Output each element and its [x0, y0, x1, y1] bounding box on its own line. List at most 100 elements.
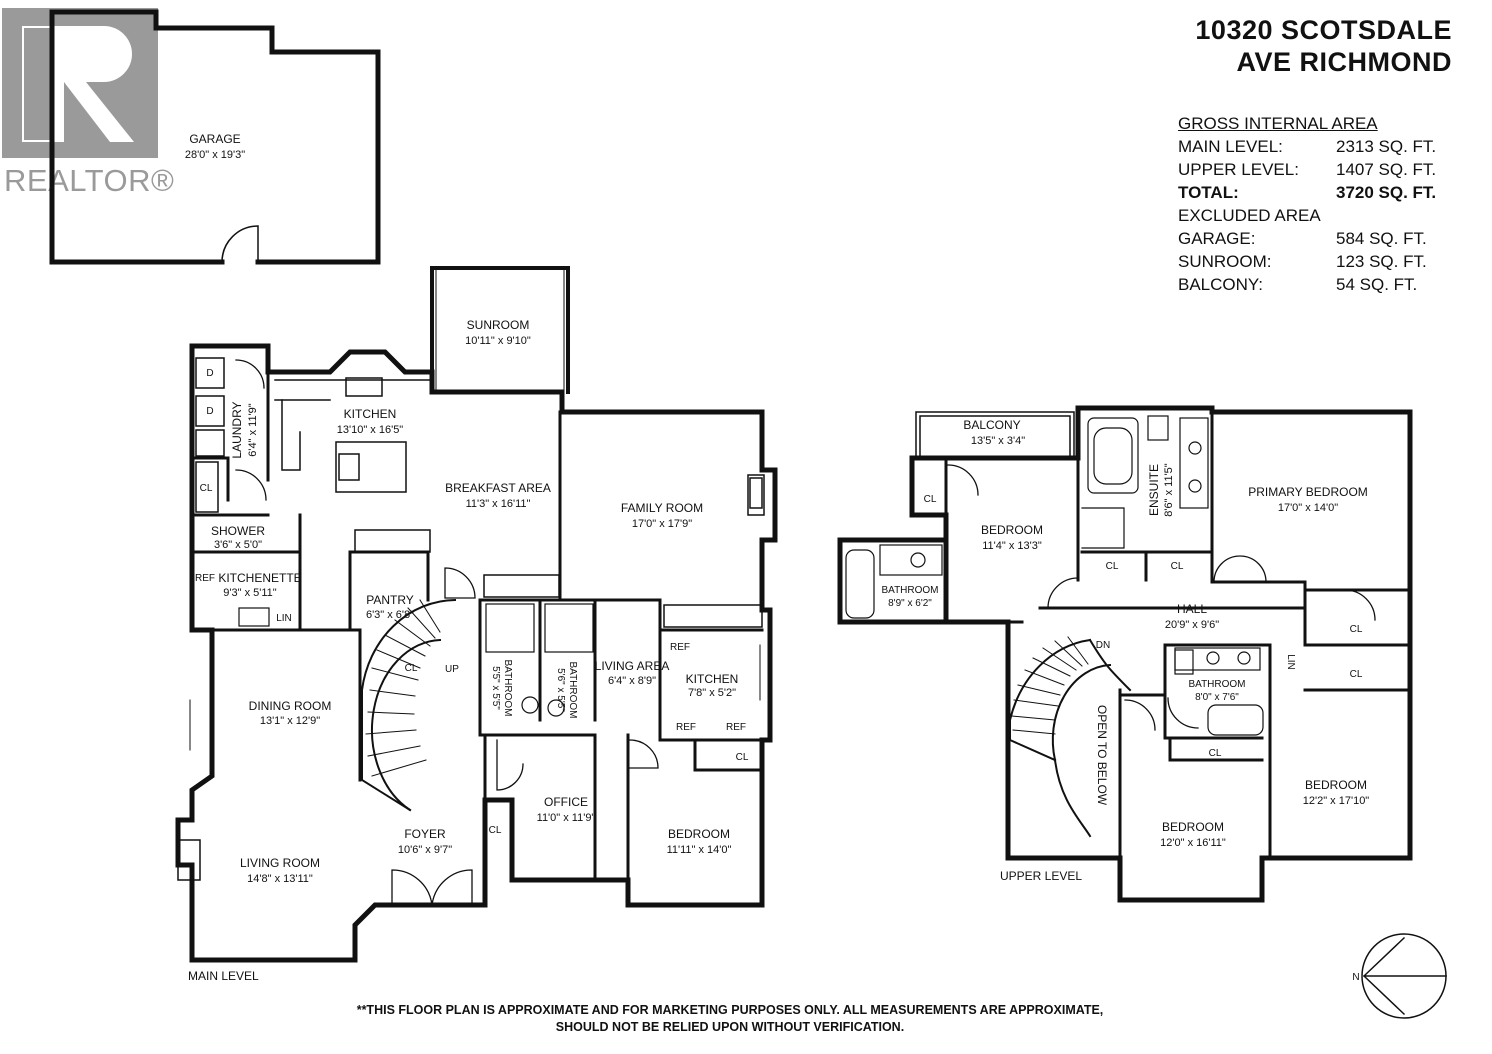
garage-label: GARAGE:	[1178, 229, 1256, 248]
area-summary: GROSS INTERNAL AREA MAIN LEVEL:2313 SQ. …	[1178, 112, 1468, 296]
family-room-dim: 17'0" x 17'9"	[632, 518, 692, 530]
upper-level-label: UPPER LEVEL:	[1178, 160, 1299, 179]
ensuite-dim: 8'6" x 11'5"	[1163, 463, 1175, 516]
upper-closet-tag-1: CL	[924, 494, 937, 505]
kitchen-dim: 13'10" x 16'5"	[337, 424, 404, 436]
upper-bedroom2-name: BEDROOM	[1162, 820, 1224, 834]
upper-doors	[947, 464, 1376, 731]
breakfast-name: BREAKFAST AREA	[445, 481, 551, 495]
balcony-value: 54 SQ. FT.	[1336, 275, 1418, 294]
upper-level-label: UPPER LEVEL	[1000, 869, 1082, 883]
address-heading: 10320 SCOTSDALE AVE RICHMOND	[1132, 14, 1452, 78]
total-row: TOTAL: 3720 SQ. FT.	[1178, 181, 1468, 204]
kitchenette-ref-tag: REF	[195, 573, 215, 584]
pantry-name: PANTRY	[366, 593, 414, 607]
gross-area-title: GROSS INTERNAL AREA	[1178, 114, 1378, 133]
upper-level-row: UPPER LEVEL:1407 SQ. FT.	[1178, 158, 1468, 181]
main-stair-treads	[365, 599, 441, 777]
balcony-row: BALCONY: 54 SQ. FT.	[1178, 273, 1468, 296]
stair-closet-tag: CL	[405, 663, 418, 674]
upper-bath1-dim: 8'9" x 6'2"	[888, 598, 932, 609]
living-fireplace	[177, 839, 201, 881]
bath-b-name: BATHROOM	[567, 661, 578, 718]
main-staircase	[360, 598, 457, 812]
stair-up-tag: UP	[445, 664, 459, 675]
open-to-below-label: OPEN TO BELOW	[1095, 705, 1109, 806]
realtor-watermark	[2, 6, 172, 196]
compass-icon	[1361, 933, 1447, 1019]
upper-closet-tag-5: CL	[1350, 669, 1363, 680]
kitchen2-name: KITCHEN	[686, 672, 739, 686]
kitchen-counters	[274, 377, 765, 628]
garage-value: 584 SQ. FT.	[1336, 229, 1427, 248]
foyer-name: FOYER	[404, 827, 446, 841]
living-area-dim: 6'4" x 8'9"	[608, 675, 656, 687]
address-line-1: 10320 SCOTSDALE	[1195, 15, 1452, 45]
realtor-logo-icon	[2, 8, 158, 158]
laundry-closet-tag: CL	[200, 483, 213, 494]
total-label: TOTAL:	[1178, 183, 1239, 202]
foyer-dim: 10'6" x 9'7"	[398, 844, 452, 856]
upper-bath2-name: BATHROOM	[1188, 679, 1245, 690]
laundry-appliances	[195, 357, 225, 513]
main-interior-walls	[190, 370, 764, 882]
upper-closet-tag-2: CL	[1106, 561, 1119, 572]
living-room-name: LIVING ROOM	[240, 856, 320, 870]
living-room-dim: 14'8" x 13'11"	[247, 873, 313, 885]
balcony-name: BALCONY	[963, 418, 1020, 432]
dining-room-dim: 13'1" x 12'9"	[260, 715, 320, 727]
bedroom-closet-tag: CL	[736, 752, 749, 763]
sunroom-value: 123 SQ. FT.	[1336, 252, 1427, 271]
ensuite-name: ENSUITE	[1147, 464, 1161, 516]
living-area-name: LIVING AREA	[595, 659, 670, 673]
upper-staircase	[1008, 638, 1132, 838]
bath-b-dim: 5'6" x 5'5"	[555, 668, 566, 712]
realtor-logo-text: REALTOR®	[4, 163, 175, 198]
sunroom-label: SUNROOM:	[1178, 252, 1272, 271]
upper-lin-tag: LIN	[1285, 654, 1296, 670]
bath-a-name: BATHROOM	[502, 659, 513, 716]
laundry-dim: 6'4" x 11'9"	[247, 403, 259, 456]
kitchen-name: KITCHEN	[344, 407, 397, 421]
main-bedroom-dim: 11'11" x 14'0"	[667, 844, 732, 856]
family-room-name: FAMILY ROOM	[621, 501, 703, 515]
sunroom-name: SUNROOM	[467, 318, 530, 332]
family-fireplace	[749, 477, 763, 509]
upper-bedroom1-dim: 11'4" x 13'3"	[982, 540, 1042, 552]
balcony-label: BALCONY:	[1178, 275, 1264, 294]
garage-name: GARAGE	[189, 132, 240, 146]
sunroom-row: SUNROOM: 123 SQ. FT.	[1178, 250, 1468, 273]
office-name: OFFICE	[544, 795, 588, 809]
address-line-2: AVE RICHMOND	[1236, 47, 1452, 77]
sunroom-walls	[430, 266, 570, 394]
upper-bedroom3-name: BEDROOM	[1305, 778, 1367, 792]
upper-level-walls	[837, 405, 1413, 903]
kitchen2-ref-tag-3: REF	[726, 722, 746, 733]
hall-name: HALL	[1177, 602, 1207, 616]
sunroom-dim: 10'11" x 9'10"	[465, 335, 531, 347]
main-level-label: MAIN LEVEL	[188, 969, 259, 983]
garage-door-swing	[221, 225, 259, 263]
upper-bedroom2-dim: 12'0" x 16'11"	[1160, 837, 1226, 849]
main-level-walls	[175, 343, 778, 963]
main-bath-fixtures	[238, 603, 594, 717]
main-bedroom-name: BEDROOM	[668, 827, 730, 841]
laundry-name: LAUNDRY	[230, 401, 244, 458]
total-value: 3720 SQ. FT.	[1336, 183, 1437, 202]
upper-closet-tag-3: CL	[1171, 561, 1184, 572]
compass-n-label: N	[1352, 972, 1359, 983]
office-dim: 11'0" x 11'9"	[537, 812, 596, 824]
hall-dim: 20'9" x 9'6"	[1165, 619, 1219, 631]
upper-closet-tag-4: CL	[1350, 624, 1363, 635]
primary-bedroom-name: PRIMARY BEDROOM	[1248, 485, 1368, 499]
dryer-tag: D	[206, 368, 213, 379]
bath-a-dim: 5'5" x 5'5"	[490, 666, 501, 710]
breakfast-dim: 11'3" x 16'11"	[466, 498, 531, 510]
main-doors	[235, 359, 659, 906]
upper-dn-tag: DN	[1096, 640, 1110, 651]
kitchenette-lin-tag: LIN	[276, 613, 292, 624]
excluded-area-title: EXCLUDED AREA	[1178, 206, 1321, 225]
primary-bedroom-dim: 17'0" x 14'0"	[1278, 502, 1338, 514]
main-level-value: 2313 SQ. FT.	[1336, 137, 1437, 156]
